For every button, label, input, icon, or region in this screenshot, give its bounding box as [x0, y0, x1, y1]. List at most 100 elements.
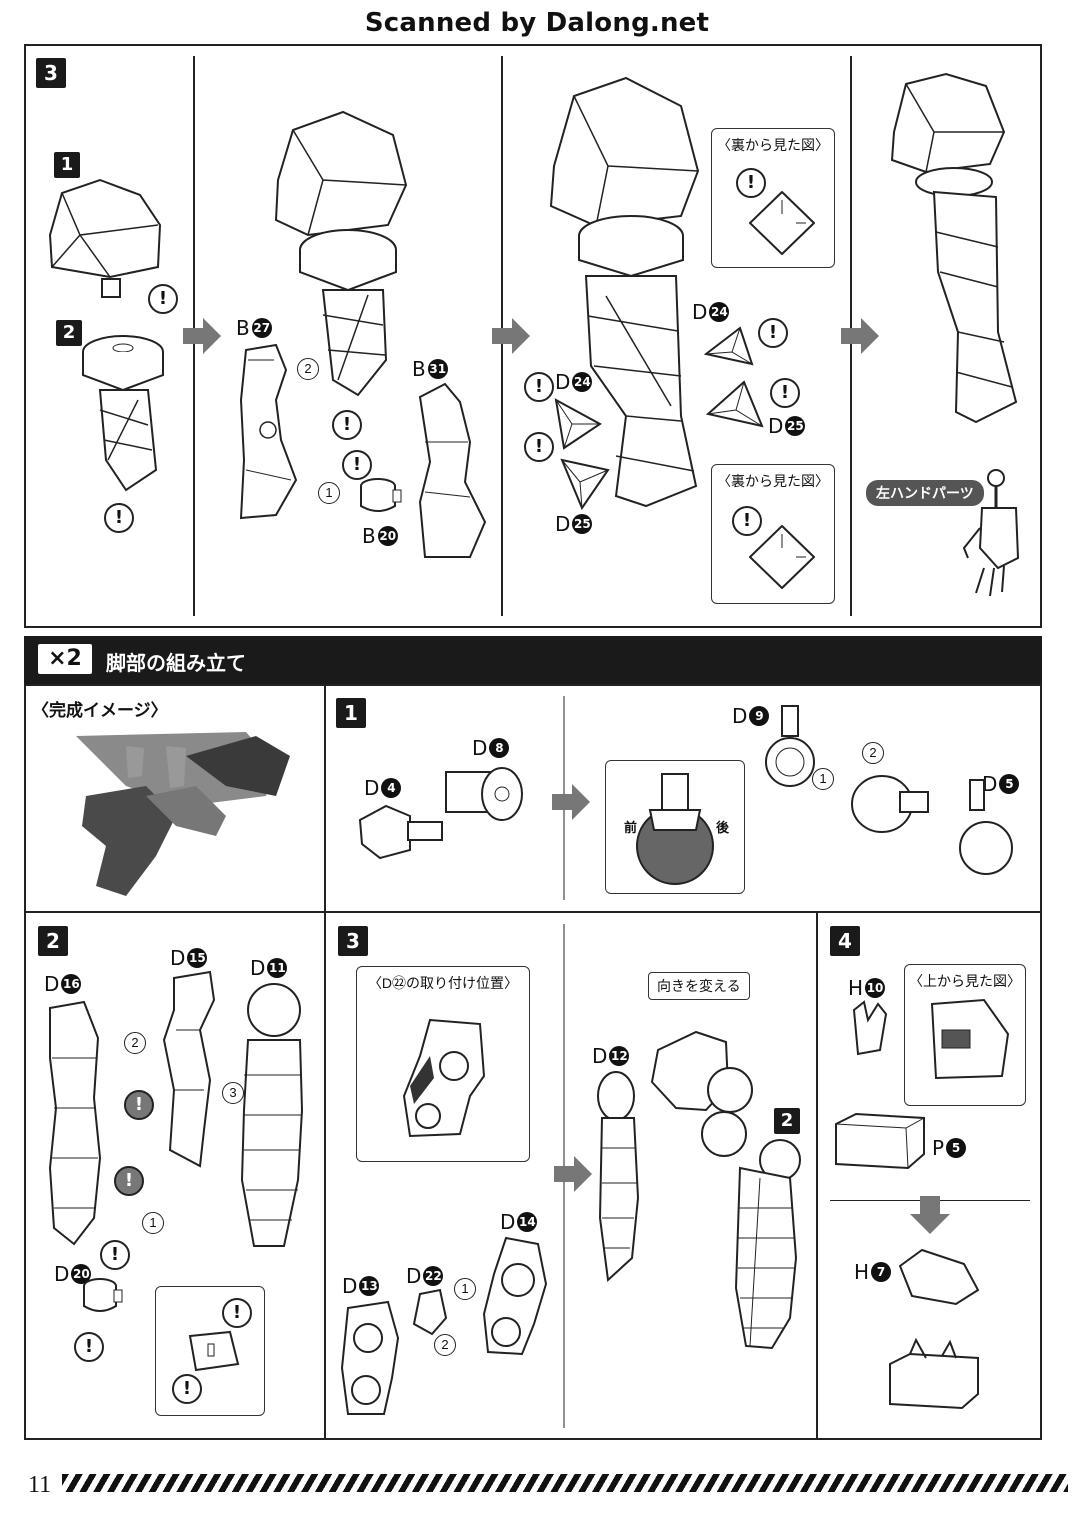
- callout-title: 〈上から見た図〉: [909, 973, 1021, 989]
- callout-title: 〈裏から見た図〉: [717, 137, 829, 153]
- order-mark: 2: [124, 1032, 146, 1054]
- left-hand-drawing: [962, 469, 1020, 597]
- warning-icon: !: [770, 378, 800, 408]
- d13-part-drawing: [340, 1300, 400, 1415]
- watermark: Scanned by Dalong.net: [364, 8, 710, 38]
- multiplier-badge: ×2: [38, 644, 92, 674]
- order-mark: 3: [222, 1082, 244, 1104]
- step-number: 4: [830, 926, 860, 956]
- warning-icon: !: [524, 432, 554, 462]
- d22-part-drawing: [412, 1288, 448, 1336]
- arm-assembly-drawing: [274, 110, 408, 397]
- d12-part-drawing: [597, 1071, 640, 1283]
- step-number: 3: [36, 58, 66, 88]
- warning-icon: !: [74, 1332, 104, 1362]
- arm-assembly-drawing: [549, 76, 700, 508]
- head-part-drawing: [48, 178, 162, 298]
- footer-stripes: [62, 1474, 1068, 1492]
- warning-icon: !: [148, 284, 178, 314]
- d9-orientation-drawing: [636, 773, 714, 885]
- step-number: 3: [338, 926, 368, 956]
- arrow-right-icon: [183, 318, 221, 354]
- arm-assembly-drawing: [890, 72, 1018, 424]
- substep-number: 1: [54, 152, 80, 178]
- left-hand-parts-label: 左ハンドパーツ: [866, 480, 984, 506]
- divider: [24, 911, 1042, 913]
- change-direction-label: 向きを変える: [648, 972, 750, 1000]
- order-mark: 1: [454, 1278, 476, 1300]
- arrow-right-icon: [554, 1156, 592, 1192]
- order-mark: 1: [318, 482, 340, 504]
- neck-part-drawing: [82, 335, 164, 492]
- d24-part-drawing: [554, 398, 602, 450]
- d25-part-drawing: [560, 458, 610, 511]
- assembled-base-drawing: [889, 1337, 979, 1410]
- section-title: 脚部の組み立て: [106, 653, 246, 675]
- order-mark: 1: [142, 1212, 164, 1234]
- top-section-frame: [24, 44, 1042, 628]
- d4-part-drawing: [358, 804, 443, 860]
- order-mark: 2: [297, 358, 319, 380]
- d20-detail-drawing: [188, 1330, 240, 1372]
- divider: [324, 684, 326, 1440]
- callout-title: 〈裏から見た図〉: [717, 473, 829, 489]
- d11-part-drawing: [240, 983, 304, 1247]
- warning-icon: !: [524, 372, 554, 402]
- warning-icon: !: [732, 506, 762, 536]
- step-number: 2: [38, 926, 68, 956]
- warning-icon: !: [104, 503, 134, 533]
- finished-image-label: 〈完成イメージ〉: [32, 701, 168, 720]
- arrow-down-icon: [910, 1196, 950, 1234]
- joint-part-drawing: [851, 775, 929, 833]
- order-mark: 2: [862, 742, 884, 764]
- warning-icon: !: [332, 410, 362, 440]
- section-header-bar: ×2 脚部の組み立て: [24, 636, 1042, 684]
- arrow-right-icon: [552, 784, 590, 820]
- warning-icon: !: [172, 1374, 202, 1404]
- finished-leg-photo: [76, 732, 290, 896]
- step-number: 1: [336, 698, 366, 728]
- knee-assembly-drawing: [650, 1030, 753, 1157]
- d24-part-drawing: [703, 326, 754, 366]
- d22-position-drawing: [402, 1018, 486, 1138]
- order-mark: 2: [434, 1334, 456, 1356]
- d20-part-drawing: [83, 1278, 123, 1312]
- b20-part-drawing: [360, 478, 402, 512]
- part-back-view-drawing: [749, 525, 815, 589]
- lower-section-frame: [24, 684, 1042, 1440]
- h7-part-drawing: [898, 1248, 980, 1306]
- b31-part-drawing: [418, 382, 487, 558]
- d5-part-drawing: [959, 779, 1013, 875]
- part-back-view-drawing: [749, 191, 815, 255]
- b27-part-drawing: [239, 343, 298, 520]
- warning-icon: !: [222, 1298, 252, 1328]
- d8-part-drawing: [445, 767, 523, 821]
- warning-icon: !: [114, 1166, 144, 1196]
- d25-part-drawing: [705, 380, 764, 428]
- d15-part-drawing: [162, 970, 216, 1168]
- d9-part-drawing: [765, 705, 815, 787]
- substep-number: 2: [774, 1108, 800, 1134]
- p5-part-drawing: [835, 1112, 925, 1170]
- warning-icon: !: [736, 168, 766, 198]
- page-number: 11: [28, 1472, 52, 1498]
- warning-icon: !: [342, 450, 372, 480]
